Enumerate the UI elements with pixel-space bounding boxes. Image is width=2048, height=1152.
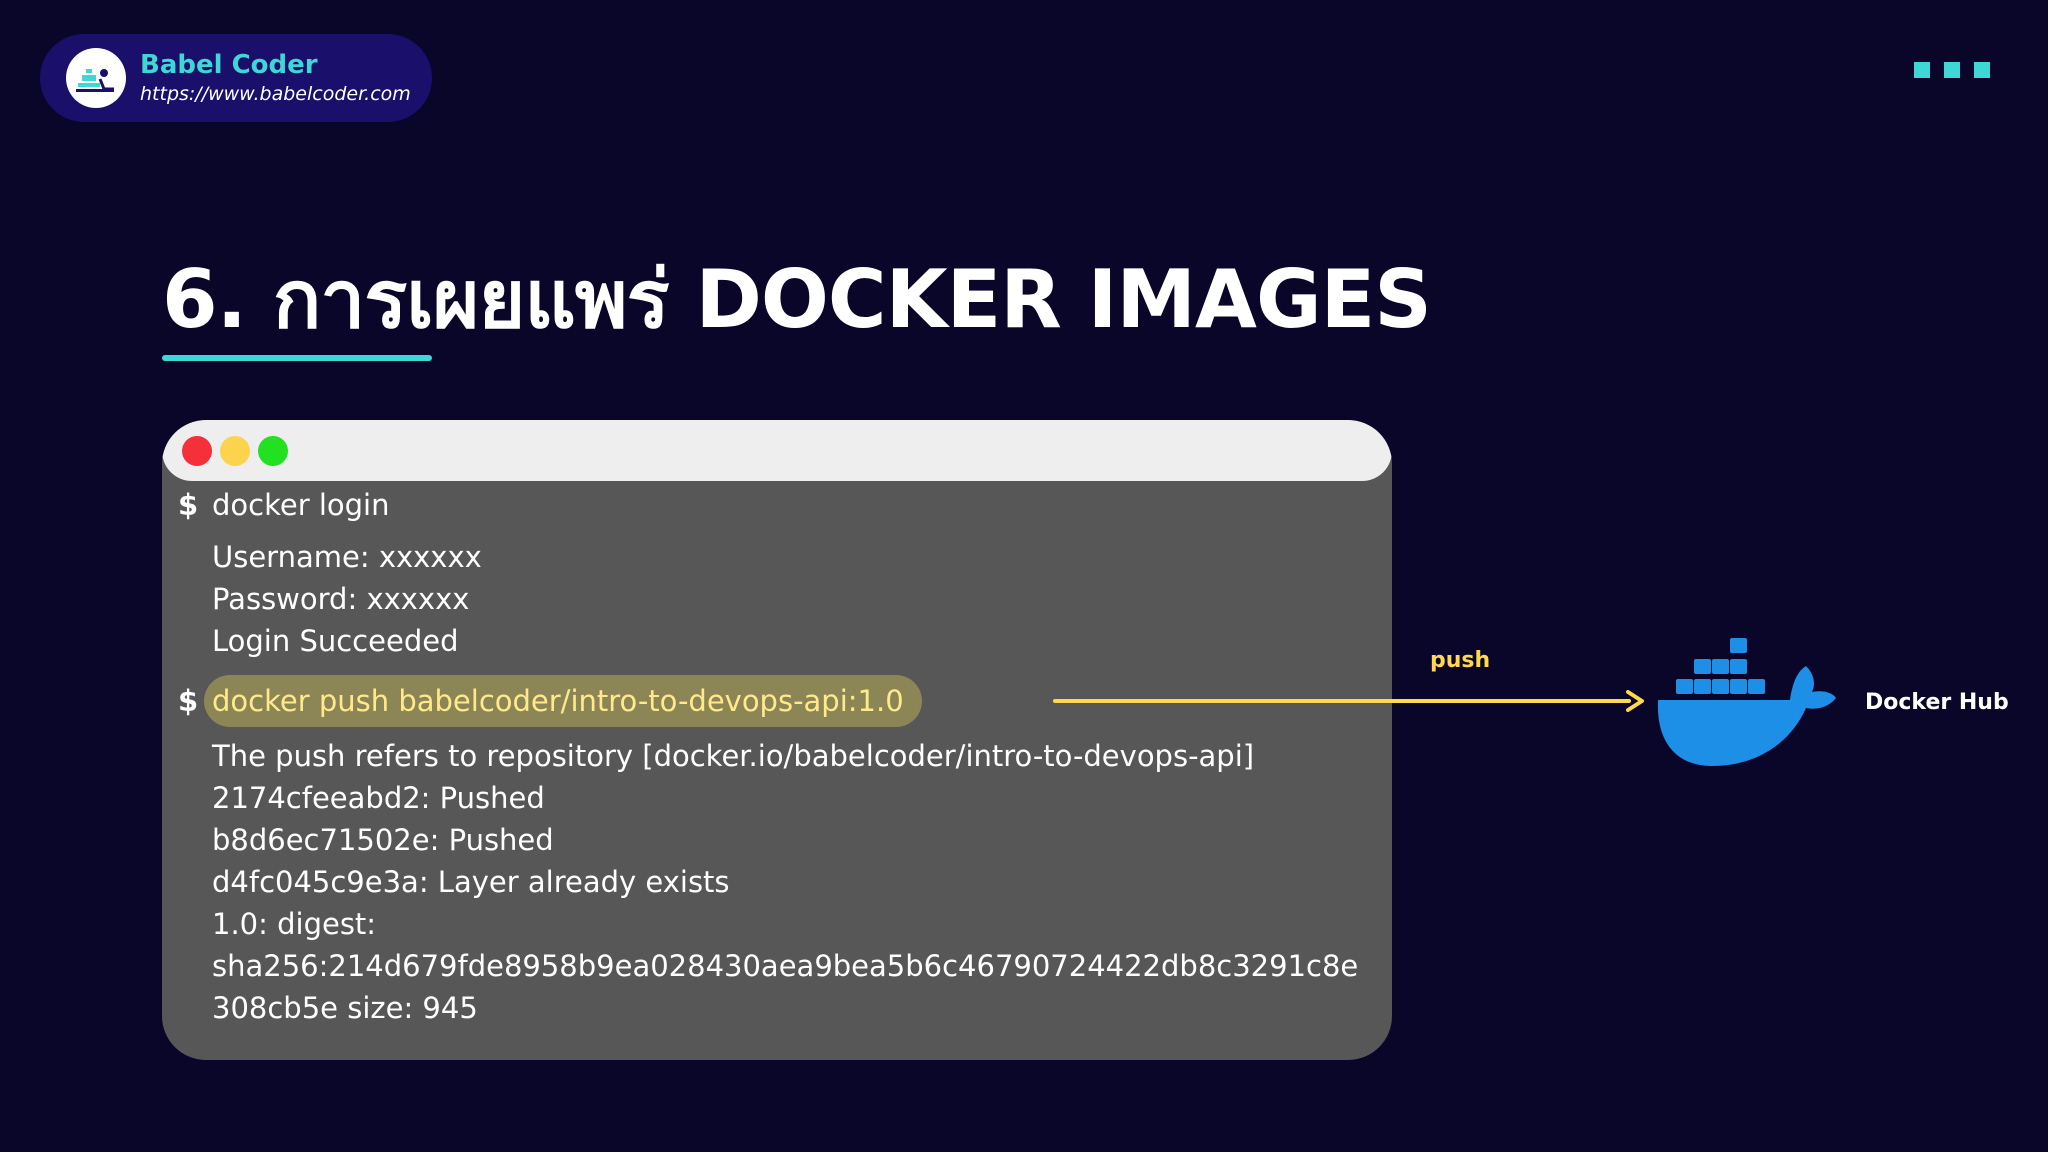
push-output-line: 2174cfeeabd2: Pushed — [212, 781, 545, 815]
title-underline — [162, 355, 432, 361]
arrow-head-icon — [1626, 690, 1644, 712]
close-window-button[interactable] — [182, 435, 212, 466]
menu-square — [1974, 62, 1990, 78]
login-command: docker login — [212, 488, 390, 522]
login-output-line: Username: xxxxxx — [212, 540, 482, 574]
brand-name: Babel Coder — [140, 50, 318, 80]
push-output-line: 308cb5e size: 945 — [212, 991, 478, 1025]
docker-whale-icon — [1657, 638, 1836, 766]
page-title: 6. การเผยแพร่ DOCKER IMAGES — [162, 253, 1432, 346]
push-output-line: d4fc045c9e3a: Layer already exists — [212, 865, 730, 899]
push-arrow-label: push — [1430, 648, 1491, 673]
prompt-symbol: $ — [178, 488, 199, 522]
docker-hub-label: Docker Hub — [1865, 690, 2009, 715]
push-arrow — [1053, 699, 1631, 703]
push-output-line: The push refers to repository [docker.io… — [212, 739, 1255, 773]
menu-square — [1944, 62, 1960, 78]
prompt-symbol: $ — [178, 684, 199, 718]
babel-coder-logo-icon — [66, 48, 126, 108]
push-output-line: 1.0: digest: — [212, 907, 377, 941]
push-output-line: b8d6ec71502e: Pushed — [212, 823, 554, 857]
minimize-window-button[interactable] — [220, 435, 250, 466]
terminal-window: $ docker login Username: xxxxxx Password… — [162, 420, 1392, 1060]
menu-square — [1914, 62, 1930, 78]
menu-squares-icon[interactable] — [1914, 62, 1990, 78]
login-output-line: Login Succeeded — [212, 624, 459, 658]
terminal-title-bar — [162, 420, 1392, 481]
brand-pill[interactable]: Babel Coder https://www.babelcoder.com — [40, 34, 432, 122]
push-output-line: sha256:214d679fde8958b9ea028430aea9bea5b… — [212, 949, 1359, 983]
brand-url[interactable]: https://www.babelcoder.com — [140, 83, 411, 105]
login-output-line: Password: xxxxxx — [212, 582, 470, 616]
push-command-highlight: docker push babelcoder/intro-to-devops-a… — [204, 675, 922, 727]
maximize-window-button[interactable] — [258, 435, 288, 466]
